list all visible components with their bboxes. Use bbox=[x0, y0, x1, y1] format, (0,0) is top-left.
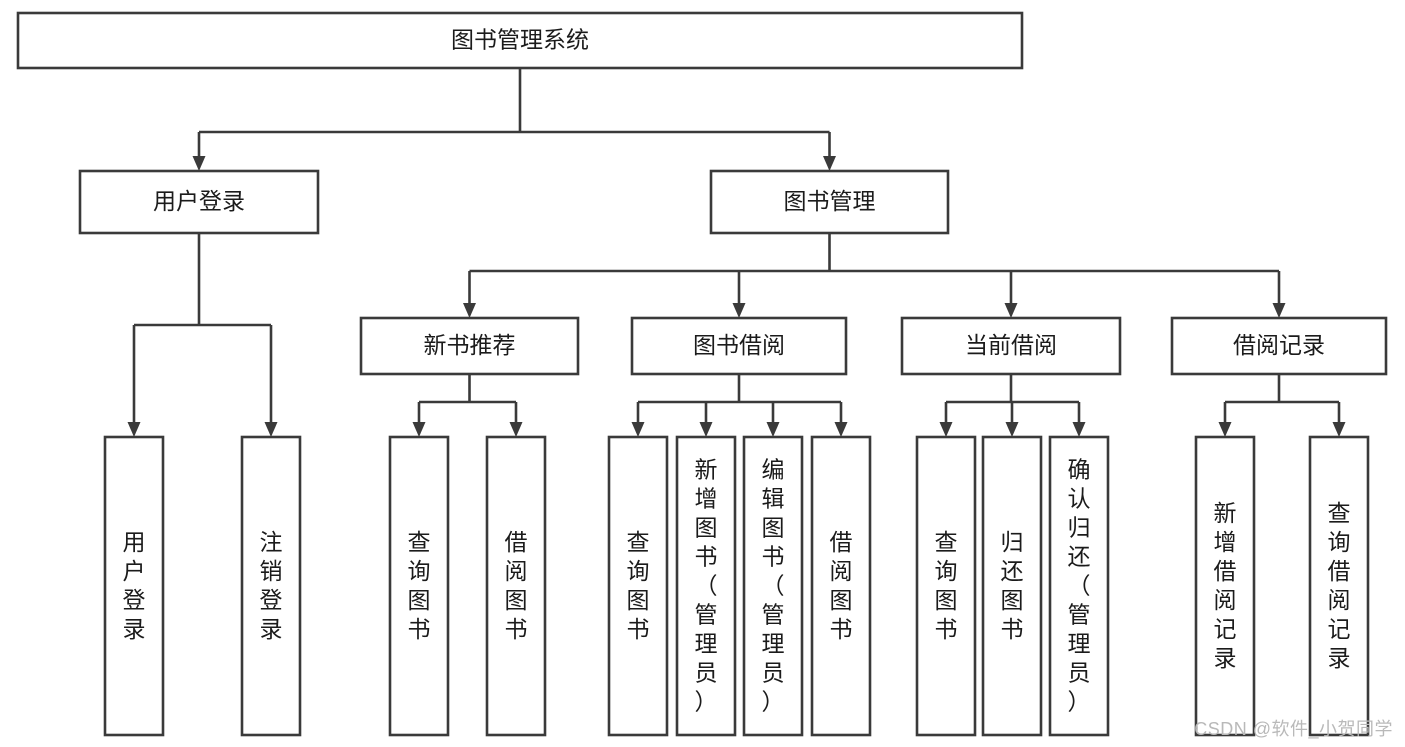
node-current-borrow[interactable]: 当前借阅 bbox=[900, 316, 1122, 376]
node-label: 确认归还（管理员） bbox=[1068, 457, 1091, 715]
node-box bbox=[388, 435, 450, 737]
node-box bbox=[981, 435, 1043, 737]
node-box bbox=[1170, 316, 1388, 376]
node-label: 新增借阅记录 bbox=[1214, 500, 1237, 671]
node-leaf-user-login[interactable]: 用户登录 bbox=[103, 435, 165, 737]
node-label: 归还图书 bbox=[1001, 529, 1024, 642]
node-label: 编辑图书（管理员） bbox=[762, 457, 785, 715]
node-box bbox=[78, 169, 320, 235]
node-label: 用户登录 bbox=[123, 529, 146, 642]
node-new-book-rec[interactable]: 新书推荐 bbox=[359, 316, 580, 376]
node-label: 图书管理系统 bbox=[451, 27, 589, 53]
node-leaf-edit-book[interactable]: 编辑图书（管理员） bbox=[742, 435, 804, 737]
node-label: 查询图书 bbox=[627, 529, 650, 642]
node-leaf-add-record[interactable]: 新增借阅记录 bbox=[1194, 435, 1256, 737]
node-borrow-record[interactable]: 借阅记录 bbox=[1170, 316, 1388, 376]
node-box bbox=[900, 316, 1122, 376]
node-leaf-query-book-1[interactable]: 查询图书 bbox=[388, 435, 450, 737]
node-label: 查询借阅记录 bbox=[1328, 500, 1351, 671]
node-leaf-return-book[interactable]: 归还图书 bbox=[981, 435, 1043, 737]
node-layer: 图书管理系统用户登录图书管理新书推荐图书借阅当前借阅借阅记录用户登录注销登录查询… bbox=[16, 11, 1388, 737]
node-box bbox=[240, 435, 302, 737]
node-label: 查询图书 bbox=[408, 529, 431, 642]
node-box bbox=[485, 435, 547, 737]
node-box bbox=[16, 11, 1024, 70]
node-label: 当前借阅 bbox=[965, 332, 1057, 358]
node-box bbox=[709, 169, 950, 235]
node-user-login[interactable]: 用户登录 bbox=[78, 169, 320, 235]
node-label: 借阅图书 bbox=[830, 529, 853, 642]
node-label: 查询图书 bbox=[935, 529, 958, 642]
node-box bbox=[103, 435, 165, 737]
node-label: 图书管理 bbox=[784, 188, 876, 214]
node-leaf-query-book-2[interactable]: 查询图书 bbox=[607, 435, 669, 737]
node-box bbox=[675, 435, 737, 737]
node-book-borrow[interactable]: 图书借阅 bbox=[630, 316, 848, 376]
node-box bbox=[607, 435, 669, 737]
node-label: 新书推荐 bbox=[424, 332, 516, 358]
node-leaf-query-book-3[interactable]: 查询图书 bbox=[915, 435, 977, 737]
node-leaf-logout[interactable]: 注销登录 bbox=[240, 435, 302, 737]
node-label: 借阅记录 bbox=[1233, 332, 1325, 358]
node-label: 借阅图书 bbox=[505, 529, 528, 642]
node-book-manage[interactable]: 图书管理 bbox=[709, 169, 950, 235]
watermark-text: CSDN @软件_小贺同学 bbox=[1194, 719, 1393, 739]
node-box bbox=[810, 435, 872, 737]
node-box bbox=[359, 316, 580, 376]
node-leaf-borrow-book-1[interactable]: 借阅图书 bbox=[485, 435, 547, 737]
node-box bbox=[742, 435, 804, 737]
node-box bbox=[1308, 435, 1370, 737]
node-leaf-confirm-return[interactable]: 确认归还（管理员） bbox=[1048, 435, 1110, 737]
node-box bbox=[1194, 435, 1256, 737]
node-label: 新增图书（管理员） bbox=[695, 457, 718, 715]
node-label: 图书借阅 bbox=[693, 332, 785, 358]
node-leaf-query-record[interactable]: 查询借阅记录 bbox=[1308, 435, 1370, 737]
node-box bbox=[1048, 435, 1110, 737]
node-leaf-add-book[interactable]: 新增图书（管理员） bbox=[675, 435, 737, 737]
node-label: 注销登录 bbox=[260, 529, 283, 642]
node-box bbox=[915, 435, 977, 737]
edge-layer bbox=[127, 68, 1346, 437]
node-box bbox=[630, 316, 848, 376]
node-leaf-borrow-book-2[interactable]: 借阅图书 bbox=[810, 435, 872, 737]
node-root[interactable]: 图书管理系统 bbox=[16, 11, 1024, 70]
node-label: 用户登录 bbox=[153, 188, 245, 214]
